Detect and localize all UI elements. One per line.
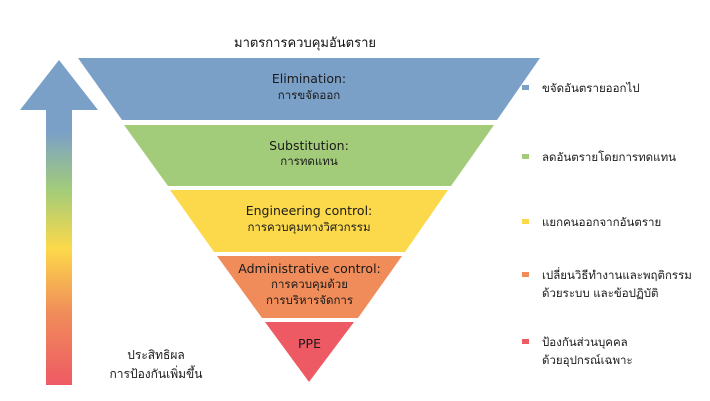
tier-name-th: การควบคุมด้วย (271, 277, 348, 292)
legend-text: ลดอันตรายโดยการทดแทน (542, 148, 676, 166)
tier-name-th: การบริหารจัดการ (265, 292, 354, 307)
legend-swatch (522, 154, 529, 159)
tier-name-th: การทดแทน (280, 154, 338, 169)
legend-text-line: แยกคนออกจากอันตราย (542, 215, 662, 229)
legend-text: ขจัดอันตรายออกไป (542, 79, 640, 97)
tier-label-elimination: Elimination:การขจัดออก (199, 71, 419, 103)
tier-label-administrative-control: Administrative control:การควบคุมด้วยการบ… (200, 261, 420, 309)
tier-name-en: Engineering control: (245, 203, 373, 218)
tier-label-substitution: Substitution:การทดแทน (199, 138, 419, 170)
legend-text: เปลี่ยนวิธีทำงานและพฤติกรรมด้วยระบบ และข… (542, 266, 692, 303)
tier-name-th: การควบคุมทางวิศวกรรม (247, 219, 371, 234)
arrow-caption-line-2: การป้องกันเพิ่มขึ้น (109, 366, 203, 381)
legend-swatch (522, 339, 529, 344)
tier-name-en: Administrative control: (238, 260, 381, 276)
tier-elimination (78, 58, 540, 120)
legend-text-line: เปลี่ยนวิธีทำงานและพฤติกรรม (542, 268, 692, 282)
tier-name-en: Substitution: (269, 137, 349, 153)
tier-label-ppe: PPE (200, 336, 420, 353)
tier-name-en: PPE (298, 335, 321, 351)
legend-text-line: ขจัดอันตรายออกไป (542, 81, 640, 95)
arrow-caption-line-1: ประสิทธิผล (127, 348, 185, 362)
legend-text-line: ด้วยระบบ และข้อปฏิบัติ (542, 286, 659, 301)
legend-text-line: ด้วยอุปกรณ์เฉพาะ (542, 353, 633, 368)
tier-label-engineering-control: Engineering control:การควบคุมทางวิศวกรรม (199, 203, 419, 235)
tier-engineering-control (170, 190, 448, 252)
legend-text: แยกคนออกจากอันตราย (542, 213, 661, 231)
legend-swatch (522, 272, 529, 277)
effectiveness-arrow (20, 60, 98, 385)
arrow-caption: ประสิทธิผล การป้องกันเพิ่มขึ้น (86, 346, 226, 383)
tier-name-th: การขจัดออก (277, 87, 341, 102)
diagram-title: มาตรการควบคุมอันตราย (234, 36, 376, 51)
legend-text-line: ป้องกันส่วนบุคคล (542, 335, 628, 349)
legend-text: ป้องกันส่วนบุคคลด้วยอุปกรณ์เฉพาะ (542, 333, 633, 370)
legend-swatch (522, 219, 529, 224)
tier-ppe (265, 322, 354, 382)
tier-name-en: Elimination: (271, 71, 347, 86)
tier-substitution (124, 125, 494, 186)
legend-text-line: ลดอันตรายโดยการทดแทน (542, 150, 677, 164)
tier-administrative-control (217, 256, 402, 318)
legend-swatch (522, 85, 529, 90)
